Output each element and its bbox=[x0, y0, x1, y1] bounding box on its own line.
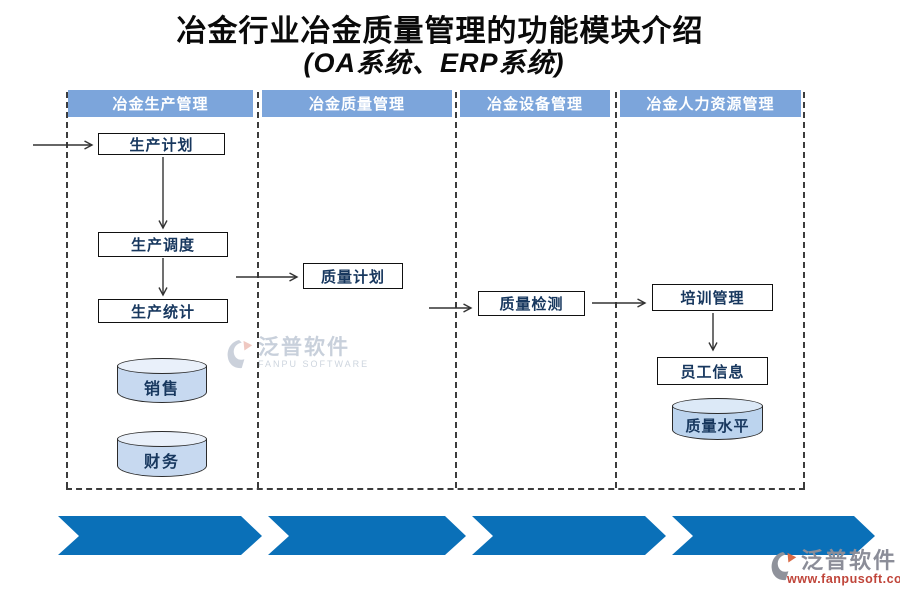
node-production-statistics: 生产统计 bbox=[98, 299, 228, 323]
column-divider-2 bbox=[455, 92, 457, 488]
column-header-production: 冶金生产管理 bbox=[68, 90, 253, 117]
cylinder-top bbox=[117, 431, 207, 447]
footer-website: www.fanpusoft.com bbox=[787, 572, 900, 586]
datastore-quality-level-label: 质量水平 bbox=[685, 417, 750, 435]
node-production-scheduling: 生产调度 bbox=[98, 232, 228, 257]
datastore-finance: 财务 bbox=[117, 431, 207, 477]
fanpu-logo-icon bbox=[771, 552, 797, 581]
fanpu-logo-icon-watermark bbox=[227, 340, 253, 369]
footer-brand: 泛普软件 bbox=[801, 548, 898, 573]
datastore-quality-level: 质量水平 bbox=[672, 398, 763, 440]
cylinder-top bbox=[117, 358, 207, 374]
node-quality-inspection: 质量检测 bbox=[478, 291, 585, 316]
node-employee-info: 员工信息 bbox=[657, 357, 768, 385]
frame-left-border bbox=[66, 92, 68, 488]
page-subtitle: (OA系统、ERP系统) bbox=[303, 48, 565, 78]
column-divider-1 bbox=[257, 92, 259, 488]
chevron-step-1 bbox=[58, 516, 262, 555]
watermark-brand: 泛普软件 bbox=[258, 336, 350, 359]
column-divider-3 bbox=[615, 92, 617, 488]
datastore-finance-label: 财务 bbox=[143, 454, 180, 471]
column-header-human-resources: 冶金人力资源管理 bbox=[620, 90, 801, 117]
watermark-subtitle: FANPU SOFTWARE bbox=[258, 359, 370, 369]
chevron-step-2 bbox=[268, 516, 466, 555]
frame-bottom-border bbox=[66, 488, 805, 490]
node-production-plan: 生产计划 bbox=[98, 133, 225, 155]
chevron-step-3 bbox=[472, 516, 666, 555]
node-training-management: 培训管理 bbox=[652, 284, 773, 311]
cylinder-top bbox=[672, 398, 763, 414]
datastore-sales-label: 销售 bbox=[143, 380, 180, 398]
column-header-equipment: 冶金设备管理 bbox=[460, 90, 610, 117]
frame-right-border bbox=[803, 92, 805, 488]
datastore-sales: 销售 bbox=[117, 358, 207, 403]
footer-logo: 泛普软件 www.fanpusoft.com bbox=[770, 549, 900, 586]
watermark: 泛普软件 FANPU SOFTWARE bbox=[226, 337, 369, 371]
column-header-quality: 冶金质量管理 bbox=[262, 90, 452, 117]
page-title: 冶金行业冶金质量管理的功能模块介绍 bbox=[176, 15, 704, 48]
node-quality-plan: 质量计划 bbox=[303, 263, 403, 289]
